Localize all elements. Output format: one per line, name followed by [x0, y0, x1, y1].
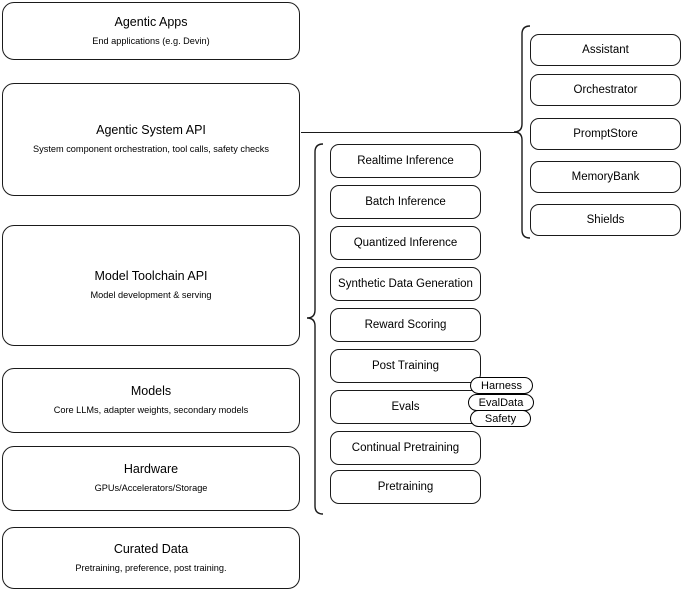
component-label: Shields [586, 214, 625, 226]
toolchain-capabilities-brace [306, 143, 324, 515]
capability-label: Synthetic Data Generation [338, 278, 473, 290]
capability-label: Realtime Inference [357, 155, 454, 167]
capability-label: Reward Scoring [364, 319, 447, 331]
capability-label: Continual Pretraining [351, 442, 460, 454]
capability-pretraining[interactable]: Pretraining [330, 470, 481, 504]
capability-synthetic-data-generation[interactable]: Synthetic Data Generation [330, 267, 481, 301]
capability-label: Batch Inference [365, 196, 446, 208]
layer-subtitle: GPUs/Accelerators/Storage [94, 483, 208, 494]
evals-tag-label: Harness [481, 379, 522, 392]
component-label: PromptStore [573, 128, 638, 140]
capability-batch-inference[interactable]: Batch Inference [330, 185, 481, 219]
capability-continual-pretraining[interactable]: Continual Pretraining [330, 431, 481, 465]
layer-title: Agentic Apps [114, 14, 188, 29]
capability-label: Pretraining [377, 481, 434, 493]
evals-tag-label: EvalData [478, 396, 524, 409]
layer-model-toolchain-api[interactable]: Model Toolchain API Model development & … [2, 225, 300, 346]
layer-title: Hardware [123, 462, 179, 477]
layer-agentic-system-api[interactable]: Agentic System API System component orch… [2, 83, 300, 196]
layer-subtitle: Core LLMs, adapter weights, secondary mo… [53, 405, 249, 416]
layer-subtitle: End applications (e.g. Devin) [92, 35, 210, 46]
layer-title: Model Toolchain API [94, 269, 208, 284]
capability-evals[interactable]: Evals [330, 390, 481, 424]
capability-reward-scoring[interactable]: Reward Scoring [330, 308, 481, 342]
capability-realtime-inference[interactable]: Realtime Inference [330, 144, 481, 178]
capability-label: Quantized Inference [353, 237, 458, 249]
component-shields[interactable]: Shields [530, 204, 681, 236]
evals-tag-label: Safety [484, 412, 517, 425]
capability-post-training[interactable]: Post Training [330, 349, 481, 383]
component-label: Assistant [582, 44, 629, 56]
evals-tag-evaldata[interactable]: EvalData [468, 394, 534, 411]
capability-label: Post Training [371, 360, 440, 372]
layer-curated-data[interactable]: Curated Data Pretraining, preference, po… [2, 527, 300, 589]
layer-title: Agentic System API [96, 123, 206, 138]
component-assistant[interactable]: Assistant [530, 34, 681, 66]
component-label: MemoryBank [571, 171, 640, 183]
capability-label: Evals [391, 401, 420, 413]
capability-quantized-inference[interactable]: Quantized Inference [330, 226, 481, 260]
component-promptstore[interactable]: PromptStore [530, 118, 681, 150]
layer-subtitle: Pretraining, preference, post training. [75, 562, 227, 573]
layer-hardware[interactable]: Hardware GPUs/Accelerators/Storage [2, 446, 300, 511]
component-memorybank[interactable]: MemoryBank [530, 161, 681, 193]
evals-tag-safety[interactable]: Safety [470, 410, 531, 427]
evals-tag-harness[interactable]: Harness [470, 377, 533, 394]
layer-models[interactable]: Models Core LLMs, adapter weights, secon… [2, 368, 300, 433]
layer-agentic-apps[interactable]: Agentic Apps End applications (e.g. Devi… [2, 2, 300, 60]
layer-title: Models [130, 384, 172, 399]
layer-title: Curated Data [113, 541, 189, 556]
component-orchestrator[interactable]: Orchestrator [530, 74, 681, 106]
layer-subtitle: Model development & serving [90, 290, 212, 301]
layer-subtitle: System component orchestration, tool cal… [33, 144, 269, 155]
agentic-system-connector-line [301, 132, 516, 133]
component-label: Orchestrator [573, 84, 638, 96]
